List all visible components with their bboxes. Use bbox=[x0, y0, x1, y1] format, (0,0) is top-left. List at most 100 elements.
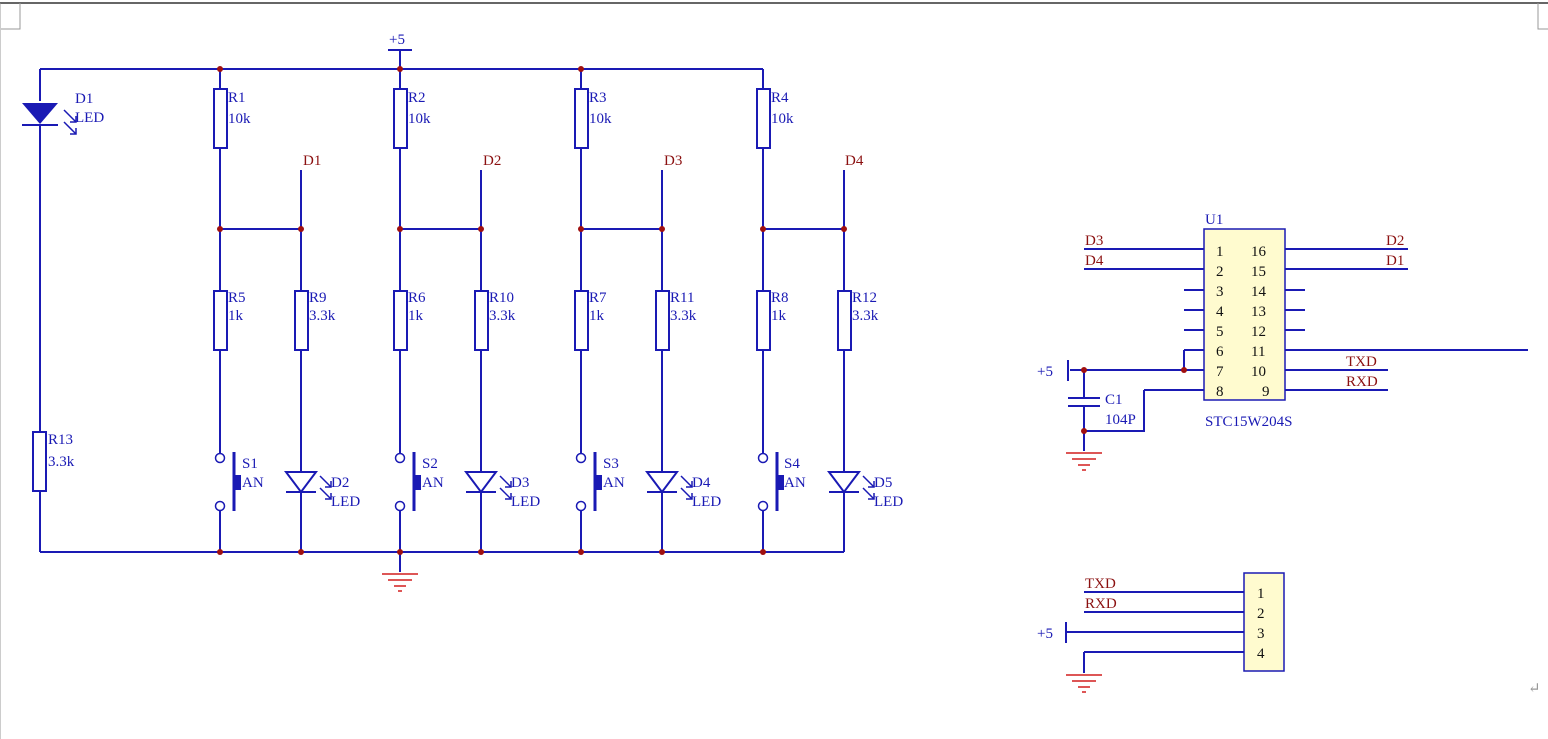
value-R1: 10k bbox=[228, 111, 251, 127]
header-net-txd: TXD bbox=[1085, 576, 1116, 592]
u1-pin-4: 4 bbox=[1216, 304, 1224, 320]
u1-power-label: +5 bbox=[1037, 364, 1053, 380]
ref-R2: R2 bbox=[408, 90, 426, 106]
value-D1: LED bbox=[75, 110, 104, 126]
u1-pin-8: 8 bbox=[1216, 384, 1224, 400]
value-S1: AN bbox=[242, 475, 264, 491]
ref-S4: S4 bbox=[784, 456, 800, 472]
resistor-R9 bbox=[294, 290, 309, 351]
resistor-R12 bbox=[837, 290, 852, 351]
value-R4: 10k bbox=[771, 111, 794, 127]
net-label-d2: D2 bbox=[483, 153, 501, 169]
value-S2: AN bbox=[422, 475, 444, 491]
ref-R5: R5 bbox=[228, 290, 246, 306]
ref-S1: S1 bbox=[242, 456, 258, 472]
power-label: +5 bbox=[389, 32, 405, 48]
value-D5: LED bbox=[874, 494, 903, 510]
ref-S3: S3 bbox=[603, 456, 619, 472]
net-label-d3: D3 bbox=[664, 153, 682, 169]
power-rail: +5 bbox=[40, 32, 763, 70]
ref-R13: R13 bbox=[48, 432, 73, 448]
value-R11: 3.3k bbox=[670, 308, 697, 324]
ref-R10: R10 bbox=[489, 290, 514, 306]
u1-net-d2: D2 bbox=[1386, 233, 1404, 249]
value-R10: 3.3k bbox=[489, 308, 516, 324]
ref-C1: C1 bbox=[1105, 392, 1123, 408]
u1-net-txd: TXD bbox=[1346, 354, 1377, 370]
key-channel-2: R2 10k D2 R6 1k S2 AN R10 3.3k D3 LED bbox=[393, 69, 540, 552]
u1-ref: U1 bbox=[1205, 212, 1223, 228]
paragraph-mark: ↵ bbox=[1528, 681, 1541, 697]
u1-pin-14: 14 bbox=[1251, 284, 1267, 300]
ref-R1: R1 bbox=[228, 90, 246, 106]
ground-rail bbox=[40, 551, 844, 592]
u1-net-d1: D1 bbox=[1386, 253, 1404, 269]
ref-R12: R12 bbox=[852, 290, 877, 306]
value-R12: 3.3k bbox=[852, 308, 879, 324]
resistor-R2 bbox=[393, 88, 408, 149]
resistor-R5 bbox=[213, 290, 228, 351]
junctions bbox=[217, 66, 847, 555]
ref-R3: R3 bbox=[589, 90, 607, 106]
u1-pin-13: 13 bbox=[1251, 304, 1266, 320]
value-R5: 1k bbox=[228, 308, 244, 324]
value-R9: 3.3k bbox=[309, 308, 336, 324]
ref-D3: D3 bbox=[511, 475, 529, 491]
resistor-R13 bbox=[32, 431, 47, 492]
value-D3: LED bbox=[511, 494, 540, 510]
led-icon bbox=[284, 471, 318, 494]
header-pin-1: 1 bbox=[1257, 586, 1265, 602]
key-channel-4: R4 10k D4 R8 1k S4 AN R12 3.3k D5 LED bbox=[756, 69, 903, 552]
u1-body bbox=[1203, 228, 1286, 401]
ref-S2: S2 bbox=[422, 456, 438, 472]
value-D2: LED bbox=[331, 494, 360, 510]
resistor-R6 bbox=[393, 290, 408, 351]
u1-pin-9: 9 bbox=[1262, 384, 1270, 400]
ref-R8: R8 bbox=[771, 290, 789, 306]
net-label-d4: D4 bbox=[845, 153, 864, 169]
u1-pin-6: 6 bbox=[1216, 344, 1224, 360]
resistor-R11 bbox=[655, 290, 670, 351]
header-pin-3: 3 bbox=[1257, 626, 1265, 642]
u1-pin-15: 15 bbox=[1251, 264, 1266, 280]
led-icon bbox=[645, 471, 679, 494]
u1-pin-7: 7 bbox=[1216, 364, 1224, 380]
ground-symbol bbox=[1066, 674, 1102, 693]
ground-symbol bbox=[382, 573, 418, 592]
value-R13: 3.3k bbox=[48, 454, 75, 470]
led-icon bbox=[22, 103, 58, 124]
u1-pin-10: 10 bbox=[1251, 364, 1266, 380]
u1-pin-5: 5 bbox=[1216, 324, 1224, 340]
value-D4: LED bbox=[692, 494, 721, 510]
ref-R7: R7 bbox=[589, 290, 607, 306]
program-header: 1 2 3 4 TXD RXD +5 bbox=[1037, 572, 1285, 693]
led-icon bbox=[827, 471, 861, 494]
header-power-label: +5 bbox=[1037, 626, 1053, 642]
ground-symbol bbox=[1066, 452, 1102, 471]
u1-pin-2: 2 bbox=[1216, 264, 1224, 280]
ref-R11: R11 bbox=[670, 290, 694, 306]
header-pin-4: 4 bbox=[1257, 646, 1265, 662]
u1-pin-12: 12 bbox=[1251, 324, 1266, 340]
ref-D2: D2 bbox=[331, 475, 349, 491]
light-arrows-icon bbox=[319, 475, 332, 500]
u1-pin-3: 3 bbox=[1216, 284, 1224, 300]
resistor-R4 bbox=[756, 88, 771, 149]
u1-pin-11: 11 bbox=[1251, 344, 1265, 360]
resistor-R1 bbox=[213, 88, 228, 149]
header-body bbox=[1243, 572, 1285, 672]
header-pin-2: 2 bbox=[1257, 606, 1265, 622]
ref-D1: D1 bbox=[75, 91, 93, 107]
mcu-u1: U1 STC15W204S 1 2 3 4 5 6 bbox=[1037, 212, 1528, 471]
power-led-branch: D1 LED R13 3.3k bbox=[22, 69, 104, 552]
light-arrows-icon bbox=[862, 475, 875, 500]
u1-net-d3: D3 bbox=[1085, 233, 1103, 249]
resistor-R3 bbox=[574, 88, 589, 149]
resistor-R7 bbox=[574, 290, 589, 351]
value-R7: 1k bbox=[589, 308, 605, 324]
resistor-R8 bbox=[756, 290, 771, 351]
value-C1: 104P bbox=[1105, 412, 1136, 428]
net-label-d1: D1 bbox=[303, 153, 321, 169]
